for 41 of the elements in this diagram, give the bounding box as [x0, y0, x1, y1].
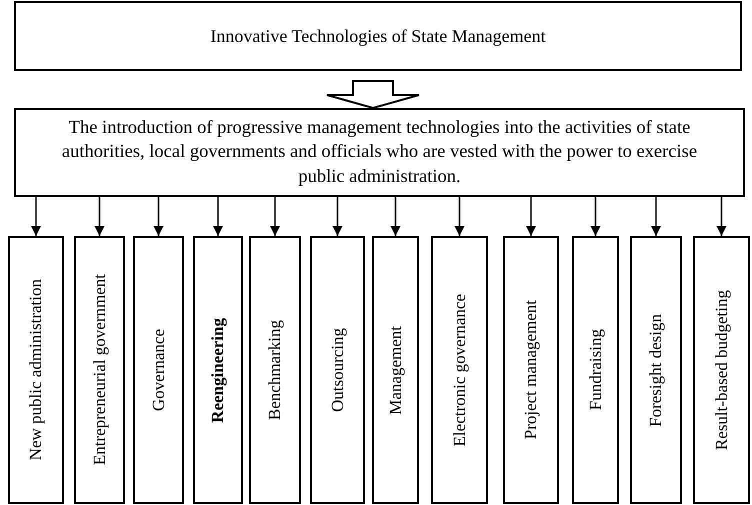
technology-label: Governance — [148, 328, 168, 412]
technology-label: Foresight design — [646, 314, 666, 426]
technology-label: Reengineering — [208, 318, 228, 422]
arrow — [213, 197, 223, 236]
technology-label: Project management — [521, 300, 541, 440]
technology-box — [572, 236, 619, 504]
arrow — [154, 197, 164, 236]
block-arrow — [326, 80, 420, 110]
box-text: Innovative Technologies of State Management — [210, 26, 546, 46]
arrow — [716, 197, 726, 236]
technology-label: Outsourcing — [328, 328, 348, 412]
technology-box — [74, 236, 125, 504]
technology-box — [310, 236, 365, 504]
technology-box — [630, 236, 682, 504]
arrow — [94, 197, 104, 236]
technology-box — [133, 236, 184, 504]
technology-box — [693, 236, 750, 504]
technology-box — [8, 236, 64, 504]
technology-label: Management — [386, 326, 406, 414]
technology-box — [193, 236, 243, 504]
technology-box — [372, 236, 419, 504]
arrow — [390, 197, 400, 236]
arrow — [31, 197, 41, 236]
technology-label: Entrepreneurial government — [90, 274, 110, 466]
box-text: The introduction of progressive management technologies into the activities of state authorities, local governments and officials who are vested with the power to exercise public administration. — [60, 117, 698, 189]
technology-box — [249, 236, 301, 504]
arrow — [454, 197, 464, 236]
technology-label: New public administration — [26, 279, 46, 461]
text-box — [14, 108, 745, 197]
technology-label: Result-based budgeting — [712, 290, 732, 450]
technology-label: Benchmarking — [265, 320, 285, 420]
technology-box — [431, 236, 488, 504]
arrow — [270, 197, 280, 236]
arrow — [651, 197, 661, 236]
arrow — [590, 197, 600, 236]
arrow — [526, 197, 536, 236]
technology-label: Electronic governance — [450, 294, 470, 446]
text-box — [14, 1, 742, 71]
arrow — [332, 197, 342, 236]
technology-box — [503, 236, 559, 504]
technology-label: Fundraising — [586, 329, 606, 411]
